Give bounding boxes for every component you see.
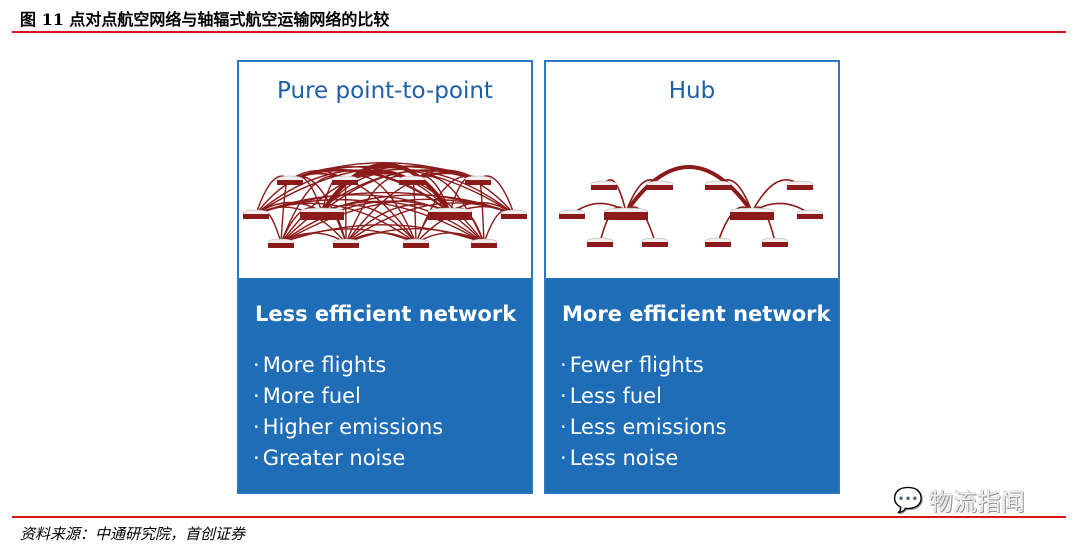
airport-node bbox=[471, 243, 497, 248]
airport-node bbox=[501, 214, 527, 219]
airport-node bbox=[604, 212, 648, 220]
airport-node bbox=[300, 212, 344, 220]
airport-node bbox=[403, 243, 429, 248]
airport-node bbox=[787, 185, 813, 190]
airport-node bbox=[243, 214, 269, 219]
airport-node bbox=[399, 180, 425, 185]
top-divider bbox=[12, 31, 1066, 33]
bullet-item: Less fuel bbox=[560, 381, 727, 412]
bullet-item: Less emissions bbox=[560, 412, 727, 443]
panel-title: Pure point-to-point bbox=[277, 78, 493, 104]
panel-summary: Less efficient network More flights More… bbox=[239, 278, 531, 492]
route-line bbox=[345, 228, 485, 244]
airport-node bbox=[587, 242, 613, 247]
airport-node bbox=[428, 212, 472, 220]
watermark: 💬 物流指闻 bbox=[893, 482, 1025, 517]
panel-point-to-point: Pure point-to-point Less efficient netwo… bbox=[237, 60, 533, 494]
airport-node bbox=[333, 243, 359, 248]
bullet-item: Higher emissions bbox=[253, 412, 444, 443]
panel-summary: More efficient network Fewer flights Les… bbox=[546, 278, 838, 492]
airport-node bbox=[730, 212, 774, 220]
bullet-item: Fewer flights bbox=[560, 350, 727, 381]
bullet-item: More flights bbox=[253, 350, 443, 381]
bullet-item: Greater noise bbox=[253, 443, 443, 474]
bottom-divider bbox=[12, 516, 1066, 518]
panel-heading: Less efficient network bbox=[255, 302, 517, 326]
airport-node bbox=[797, 214, 823, 219]
figure-title: 图 11 点对点航空网络与轴辐式航空运输网络的比较 bbox=[20, 10, 390, 29]
source-note: 资料来源：中通研究院，首创证券 bbox=[20, 525, 246, 543]
panel-hub: Hub More efficient network Fewer flights… bbox=[544, 60, 840, 494]
airport-node bbox=[591, 185, 617, 190]
watermark-text: 物流指闻 bbox=[928, 488, 1025, 516]
airport-node bbox=[332, 180, 358, 185]
airport-node bbox=[465, 180, 491, 185]
hub-route-line bbox=[624, 165, 754, 214]
airport-node bbox=[762, 242, 788, 247]
panel-heading: More efficient network bbox=[562, 302, 831, 326]
bullet-item: Less noise bbox=[560, 443, 727, 474]
airport-node bbox=[705, 242, 731, 247]
airport-node bbox=[268, 243, 294, 248]
bullet-item: More fuel bbox=[253, 381, 443, 412]
airport-node bbox=[705, 185, 731, 190]
hub-route-line bbox=[320, 162, 452, 214]
route-line bbox=[321, 200, 485, 244]
airport-node bbox=[559, 214, 585, 219]
airport-node bbox=[647, 185, 673, 190]
airport-node bbox=[277, 180, 303, 185]
wechat-icon: 💬 bbox=[893, 485, 923, 514]
airport-node bbox=[642, 242, 668, 247]
panel-title: Hub bbox=[668, 78, 716, 104]
